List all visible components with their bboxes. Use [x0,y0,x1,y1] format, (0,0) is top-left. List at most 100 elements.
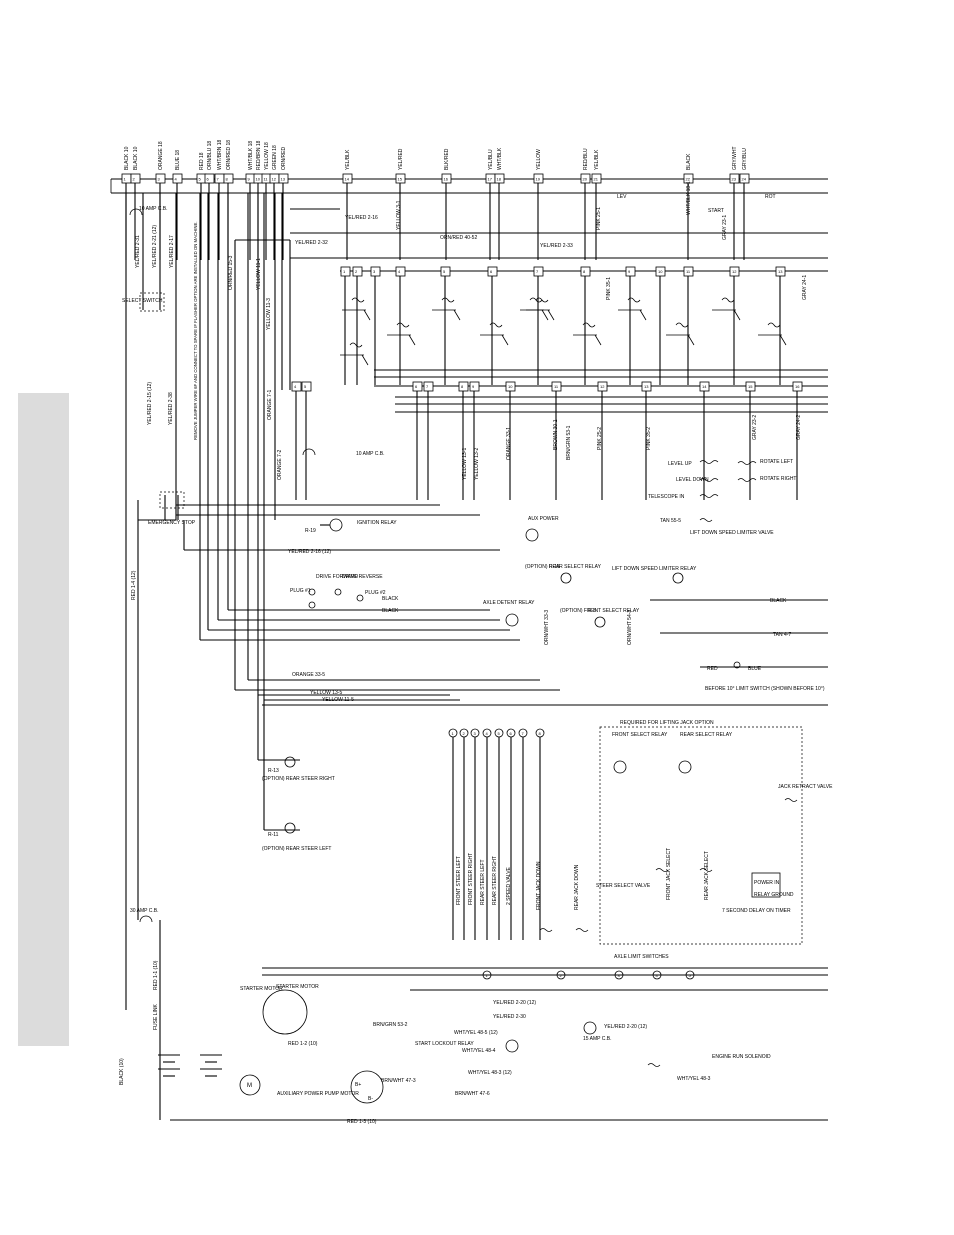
wire-label-yellow-11-3: YELLOW 11-3 [266,298,272,330]
relay-coil-2 [340,342,369,366]
wire-label-row-13: WHT/YEL 48-4 [462,1048,496,1054]
relay-connector-a-6: 6 [487,266,498,385]
wire-label-row-11: BRN/GRN 53-2 [373,1022,408,1028]
wire-label-yel-red-2-31: YEL/RED 2-31 [135,235,141,268]
axle-limit-terminal-5: 5 [685,970,695,980]
wire-label-row-4: YEL/RED 2-16 (12) [288,549,331,555]
emergency-stop-label: EMERGENCY STOP [148,520,196,526]
wire-label-yel-red-2-38: YEL/RED 2-38 [168,392,174,425]
relay-coil-11 [758,322,787,346]
wire-label-pink-35-1: PINK 35-1 [606,277,612,300]
rear-select-relay-label: REAR SELECT RELAY [680,732,733,738]
relay-connector-b-12: 15 [745,381,756,500]
svg-text:12: 12 [732,269,737,274]
connector-wire-21: YEL/BLK [594,149,600,170]
svg-text:3: 3 [373,269,376,274]
connector-num-6: 6 [207,177,210,182]
svg-text:4: 4 [294,384,297,389]
wire-label-yellow-11-1: YELLOW 11-1 [256,258,262,290]
svg-text:7: 7 [536,269,539,274]
relay-connector-b-6: 9 [469,381,480,500]
relay-coil-12 [520,297,549,321]
relay-connector-b-2: 5 [301,381,312,500]
svg-text:5: 5 [304,384,307,389]
wire-label-orange-7-1: ORANGE 7-1 [267,389,273,420]
wire-label-row-20: TAN 55-5 [660,518,681,524]
connector-wire-10: RED/BRN 18 [256,140,262,170]
wire-label-black-10: BLACK (10) [119,1058,125,1085]
connector-wire-12: GREEN 18 [272,145,278,170]
relay-connector-a-2: 2 [352,266,363,385]
connector-num-9: 9 [248,177,251,182]
wire-label-pink-25-1: PINK 25-1 [596,207,602,230]
svg-text:5: 5 [689,973,692,978]
svg-text:9: 9 [472,384,475,389]
relay-connector-a-7: 7 [533,266,544,385]
amp-15-label: 15 AMP C.B. [583,1036,612,1042]
connector-wire-8: ORN/RED 18 [226,140,232,170]
rear-steer-left-valve-label: REAR STEER LEFT [480,859,486,905]
wire-label-row-19: TAN 4-7 [773,632,791,638]
front-select-relay-label: FRONT SELECT RELAY [612,732,668,738]
front-steer-left-label: FRONT STEER LEFT [456,856,462,905]
motor-m-label: M [247,1083,252,1089]
svg-text:16: 16 [795,384,800,389]
wire-label-row-8: YEL/RED 2-20 (12) [493,1000,536,1006]
option-rear-select-top: (OPTION) REAR SELECT RELAY [525,564,602,570]
drive-forward-label: DRIVE FORWARD [316,574,359,580]
bottom-terminal-4: 4 [482,728,492,940]
connector-wire-9: WHT/BLK 18 [248,141,254,170]
top-connector-21: 21 YEL/BLK [591,149,602,260]
connector-wire-19: YELLOW [536,149,542,170]
wire-label-gray-23-2: GRAY 23-2 [752,415,758,440]
aux-pump-motor-label: AUXILIARY POWER PUMP MOTOR [277,1091,359,1097]
wire-label-red-1-1: RED 1-1 (10) [153,960,159,990]
wire-label-gray-23-1: GRAY 23-1 [722,215,728,240]
valve-coils: LEVEL UP LEVEL DOWN TELESCOPE IN ROTATE … [648,459,796,522]
aux-power-relay: AUX POWER [525,516,559,542]
relay-connector-b-8: 11 [551,381,562,500]
plug-2-label: PLUG #2 [365,590,386,596]
svg-text:R-16: R-16 [549,564,560,570]
horizontal-labels: YEL/RED 2-16 YEL/RED 2-32 ORN/RED 40-52 … [288,215,791,1125]
wire-label-orange-7-2: ORANGE 7-2 [277,449,283,480]
svg-text:7: 7 [426,384,429,389]
wire-label-row-15: BRN/WHT 47-3 [381,1078,416,1084]
relay-coil-9 [666,322,695,346]
wire-label-row-9: YEL/RED 2-30 [493,1014,526,1020]
wire-label-row-10: YEL/RED 2-20 (12) [604,1024,647,1030]
before-10-label: BEFORE 10° LIMIT SWITCH (SHOWN BEFORE 10… [705,686,825,692]
svg-text:8: 8 [583,269,586,274]
circuit-breakers: 10 AMP C.B. 10 AMP C.B. 30 AMP C.B. 15 A… [129,206,612,1042]
lift-down-relay-label: LIFT DOWN SPEED LIMITER RELAY [612,566,697,572]
connector-wire-17: YEL/BLU [488,149,494,170]
amp-10-a-label: 10 AMP C.B. [139,206,168,212]
front-jack-select-label: FRONT JACK SELECT [666,848,672,900]
wire-label-brown-30-1: BROWN 30-1 [553,419,559,450]
connector-num-21: 21 [594,177,599,182]
bottom-terminal-2: 2 [459,728,469,940]
connector-wire-18: WHT/BLK [497,147,503,170]
svg-text:BLACK: BLACK [382,608,399,614]
wire-label-pink-25-2: PINK 25-2 [597,427,603,450]
level-down-label: LEVEL DOWN [676,477,709,483]
connector-wire-7: WHT/BRN 18 [217,140,223,171]
svg-text:R-8: R-8 [588,608,596,614]
before-10-switch: BEFORE 10° LIMIT SWITCH (SHOWN BEFORE 10… [705,661,825,692]
axle-limit-switches-label: AXLE LIMIT SWITCHES [614,954,669,960]
svg-text:1: 1 [486,973,489,978]
connector-num-3: 3 [158,177,161,182]
rotate-right-label: ROTATE RIGHT [760,476,796,482]
svg-text:1: 1 [343,269,346,274]
wire-label-row-24: WHT/YEL 48-3 [677,1076,711,1082]
wire-label-orange-33-1: ORANGE 33-1 [506,427,512,460]
axle-detent-label: AXLE DETENT RELAY [483,600,535,606]
connector-num-8: 8 [226,177,229,182]
rear-steer-right-ref: R-13 [268,768,279,774]
drive-reverse-label: DRIVE REVERSE [342,574,383,580]
